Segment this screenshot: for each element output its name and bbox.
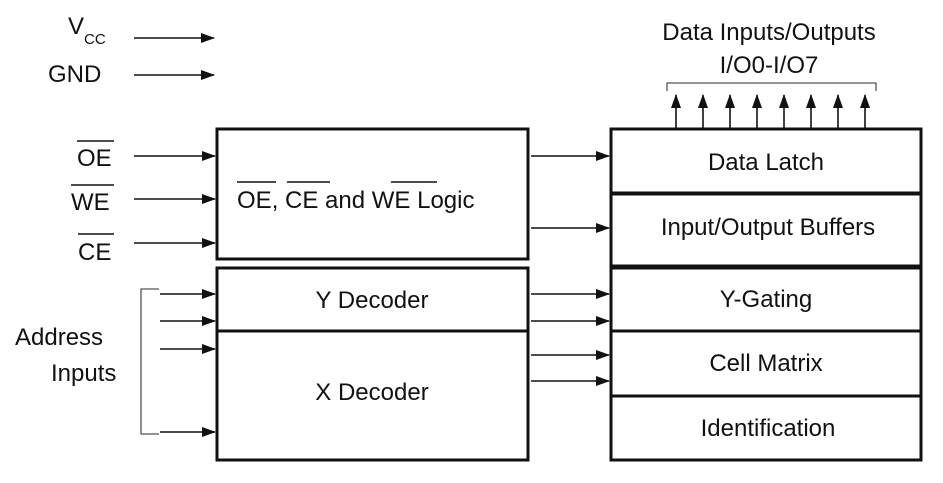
data-io-bracket [666,82,877,91]
control-logic-block [215,127,530,261]
address-label-line1: Address [15,324,103,351]
address-label-line2: Inputs [51,360,116,387]
ce-input-label: CE [78,239,111,266]
data-io-arrows [671,94,870,128]
data-io-title: Data Inputs/Outputs [662,19,875,46]
io-buffers-block [609,192,923,268]
y-gating-label: Y-Gating [720,286,813,313]
y-decoder-label: Y Decoder [316,287,429,314]
decoder-block [215,266,530,462]
io-buffers-label: Input/Output Buffers [661,214,875,241]
oe-input-label: OE [77,145,112,172]
data-latch-label: Data Latch [708,149,824,176]
identification-label: Identification [701,415,836,442]
control-logic-label: OE, CE and WE Logic [237,187,474,214]
gnd-label: GND [48,61,101,88]
address-bracket [140,288,159,435]
x-decoder-label: X Decoder [315,379,428,406]
cell-matrix-label: Cell Matrix [709,350,822,377]
data-io-pins: I/O0-I/O7 [720,52,819,79]
vcc-label: VCC [68,13,106,48]
we-input-label: WE [71,189,110,216]
memory-array-block [609,266,923,462]
